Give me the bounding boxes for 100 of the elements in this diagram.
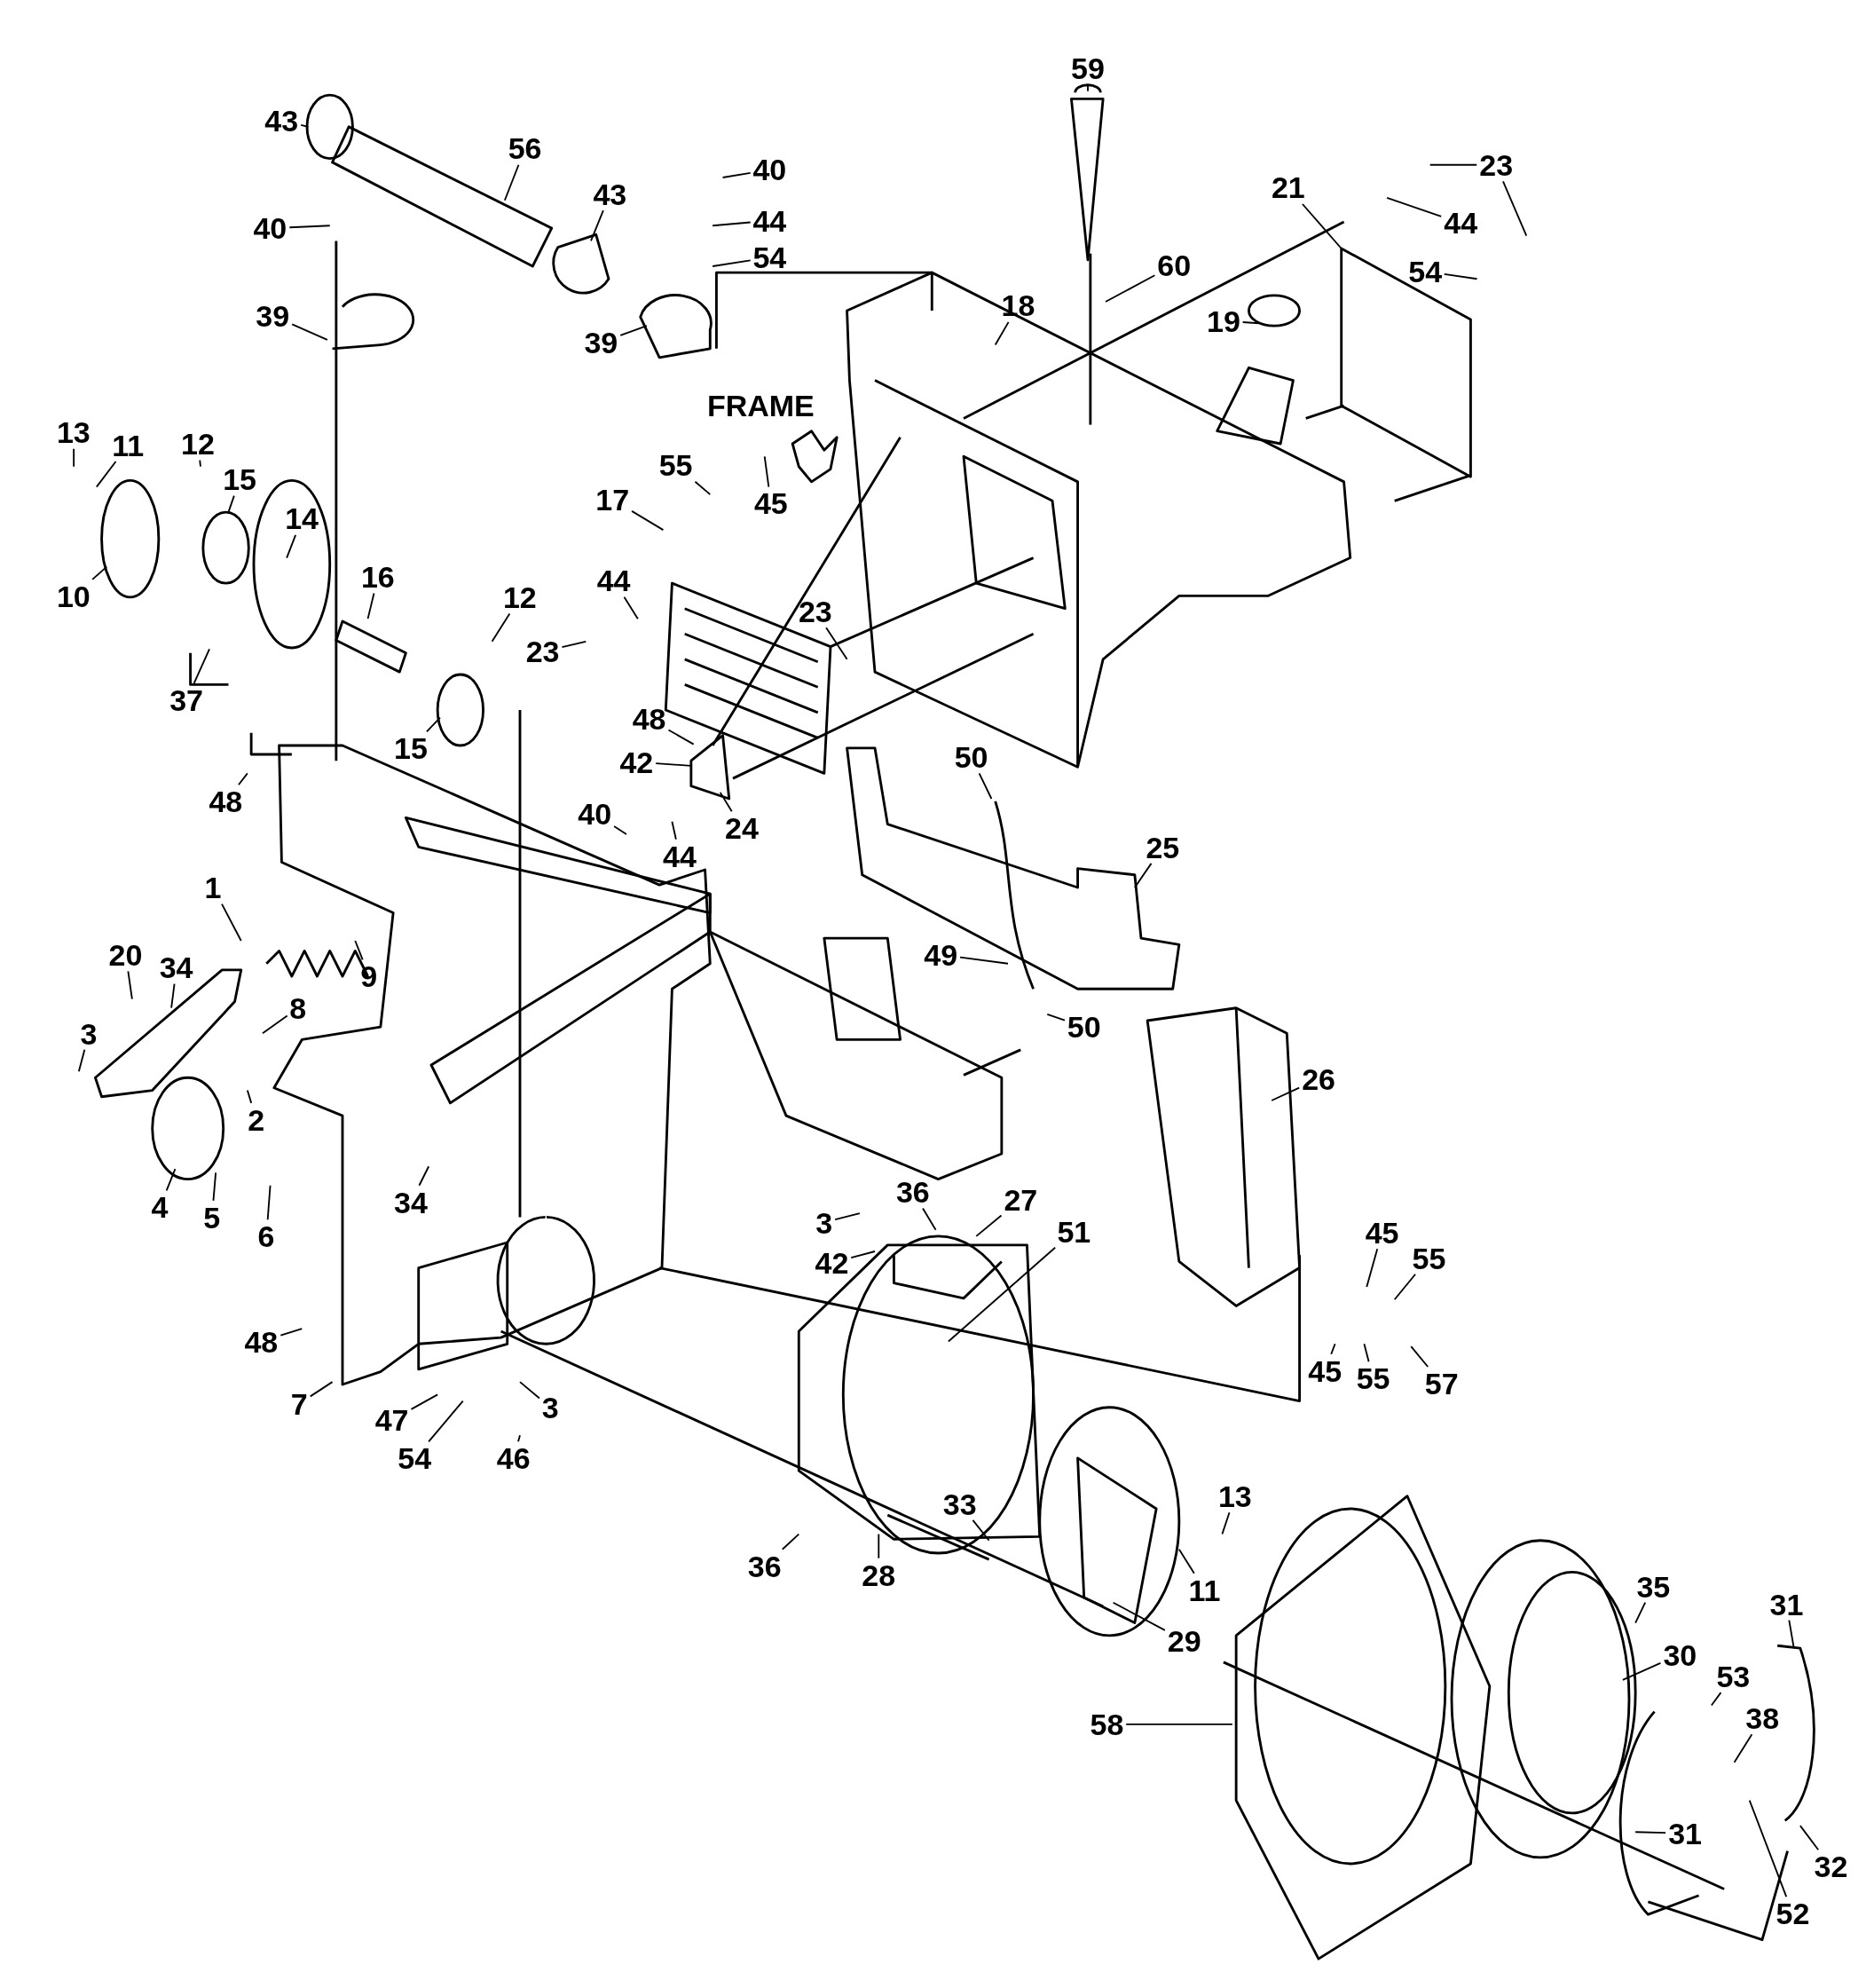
leader-line: [426, 716, 441, 733]
callout-number: 54: [398, 1442, 432, 1475]
callout-number: 55: [1412, 1242, 1446, 1274]
leader-line: [165, 1168, 177, 1192]
callout-number: 48: [209, 785, 243, 818]
leader-line: [712, 259, 752, 267]
leader-line: [212, 1172, 217, 1202]
leader-line: [1366, 1248, 1379, 1288]
callout-number: 57: [1424, 1368, 1459, 1400]
callout-number: 8: [289, 992, 307, 1024]
leader-line: [978, 772, 993, 800]
callout-number: 36: [895, 1176, 930, 1209]
leader-line: [73, 447, 75, 468]
leader-line: [1733, 1733, 1753, 1763]
leader-line: [227, 494, 235, 514]
leader-line: [781, 1533, 800, 1550]
leader-line: [519, 1381, 540, 1400]
leader-line: [655, 762, 692, 767]
leader-line: [590, 209, 604, 242]
leader-line: [1799, 1825, 1820, 1851]
leader-line: [266, 1184, 272, 1221]
callout-number: 44: [1444, 207, 1478, 240]
callout-number: 11: [112, 429, 145, 462]
callout-number: 3: [815, 1206, 833, 1239]
leader-line: [959, 956, 1009, 965]
callout-number: 6: [257, 1220, 275, 1253]
callout-number: 34: [159, 951, 193, 984]
callout-number: 2: [248, 1103, 265, 1136]
callout-number: 45: [753, 487, 788, 520]
callout-number: 37: [169, 683, 203, 716]
callout-number: 3: [80, 1017, 98, 1050]
callout-number: 10: [56, 580, 91, 612]
leader-line: [428, 1400, 464, 1443]
leader-line: [1271, 1086, 1301, 1101]
callout-number: 44: [752, 204, 787, 237]
leader-line: [975, 1214, 1003, 1237]
callout-number: 28: [862, 1558, 896, 1591]
leader-line: [1177, 1548, 1195, 1574]
leader-line: [619, 325, 648, 336]
callout-number: 16: [360, 561, 395, 594]
callout-number: 3: [541, 1392, 559, 1424]
leader-line: [491, 612, 511, 643]
callout-number: 23: [1479, 148, 1514, 181]
leader-line: [922, 1207, 937, 1231]
callout-number: 53: [1716, 1661, 1751, 1693]
leader-line: [1087, 83, 1089, 92]
callout-number: 7: [290, 1387, 308, 1420]
callout-number: 40: [253, 212, 287, 245]
leader-line: [1788, 1619, 1795, 1650]
leader-line: [721, 172, 752, 178]
callout-number: 31: [1769, 1588, 1804, 1621]
leader-line: [503, 163, 520, 201]
leader-line: [354, 940, 364, 961]
callout-number: 52: [1776, 1897, 1810, 1930]
callout-number: 13: [56, 416, 91, 449]
callout-number: 13: [1217, 1480, 1252, 1513]
callout-number: 32: [1814, 1850, 1848, 1883]
callout-number: 54: [1408, 255, 1443, 288]
leader-line: [994, 320, 1010, 346]
callout-number: 38: [1745, 1702, 1780, 1735]
callout-number: 39: [584, 326, 618, 359]
leader-line: [1330, 1343, 1336, 1355]
leader-line: [1112, 1601, 1166, 1631]
callout-number: 43: [593, 178, 627, 210]
callout-number: 31: [1668, 1818, 1702, 1850]
leader-line: [1386, 196, 1443, 217]
leader-line: [878, 1533, 880, 1559]
callout-number: 42: [815, 1247, 849, 1280]
callout-number: 42: [619, 746, 654, 778]
callout-number: 27: [1004, 1183, 1038, 1216]
leader-line: [221, 903, 242, 942]
callout-number: 21: [1271, 171, 1305, 204]
callout-number: 18: [1001, 289, 1035, 322]
callout-number: 51: [1057, 1215, 1091, 1248]
leader-line: [1748, 1799, 1788, 1898]
leader-line: [1046, 1013, 1066, 1022]
callout-number: 26: [1302, 1063, 1335, 1096]
callout-number: 33: [942, 1487, 977, 1520]
leader-line: [280, 1328, 303, 1337]
callout-number: 25: [1146, 831, 1180, 864]
leader-line: [199, 459, 201, 468]
leader-line: [719, 791, 733, 813]
leader-line: [418, 1165, 430, 1187]
callout-number: 35: [1636, 1570, 1671, 1603]
leader-line: [309, 1381, 334, 1398]
callout-number: 9: [360, 960, 378, 993]
leader-line: [246, 1089, 253, 1104]
callout-number: 14: [285, 502, 319, 535]
leader-line: [262, 1014, 288, 1035]
leader-line: [825, 627, 848, 660]
callout-number: 55: [1356, 1362, 1390, 1395]
leader-line: [291, 323, 328, 341]
callout-number: 50: [954, 741, 988, 774]
callout-number: 12: [502, 581, 537, 614]
callout-number: 4: [151, 1191, 169, 1224]
callout-number: 19: [1207, 304, 1240, 337]
leader-line: [238, 772, 248, 786]
callout-number: 45: [1365, 1216, 1399, 1249]
leader-line: [1133, 862, 1153, 888]
leader-line: [763, 455, 770, 488]
